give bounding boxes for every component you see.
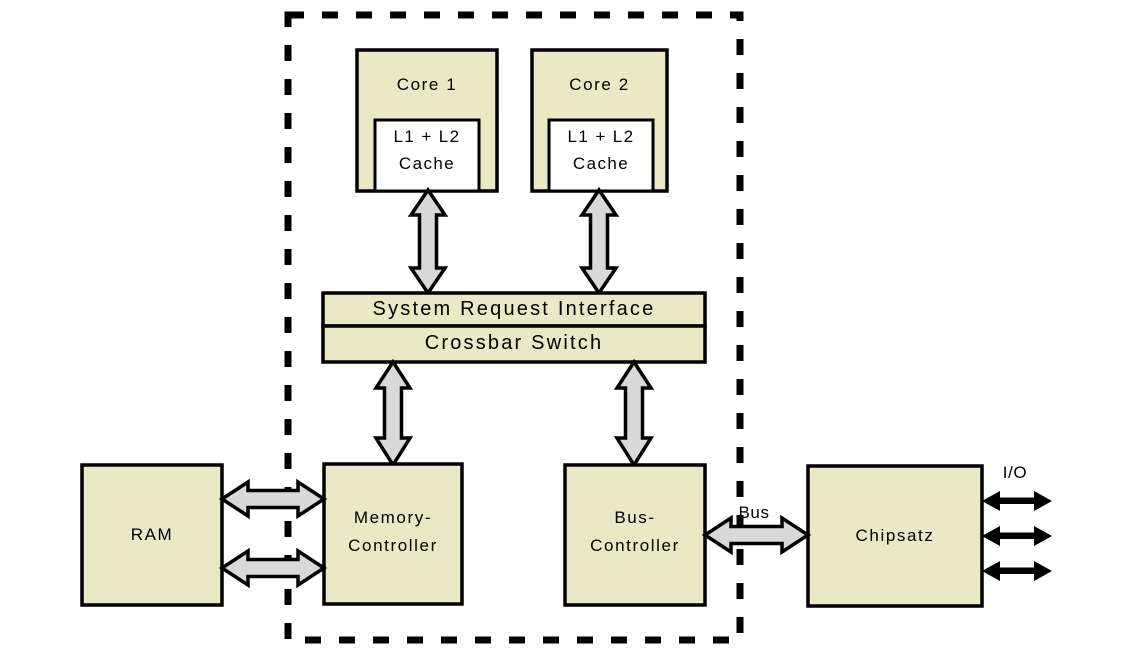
crossbar-to-bus-controller-arrow [613,358,655,469]
chipsatz-io-line-3 [982,561,1052,581]
core-1-cache-box[interactable] [373,118,481,193]
core2-to-sri-arrow [578,186,620,297]
cpu-die-boundary [284,11,744,644]
core1-to-sri-arrow [407,186,449,297]
ram-box[interactable] [80,463,224,607]
bus-controller-box[interactable] [563,463,707,607]
ram-to-memory-controller-lower-arrow [218,547,328,589]
crossbar-to-memory-controller-arrow [372,358,414,469]
chipsatz-io-line-2 [982,526,1052,546]
memory-controller-box[interactable] [322,462,464,606]
chipsatz-box[interactable] [806,464,984,608]
crossbar-switch-bar[interactable] [321,324,707,364]
system-request-interface-bar[interactable] [321,291,707,328]
ram-to-memory-controller-upper-arrow [218,478,328,520]
bus-controller-to-chipsatz-arrow [701,514,812,556]
chipsatz-io-arrow-group [982,491,1052,581]
core-2-cache-box[interactable] [547,118,655,193]
chipsatz-io-line-1 [982,491,1052,511]
